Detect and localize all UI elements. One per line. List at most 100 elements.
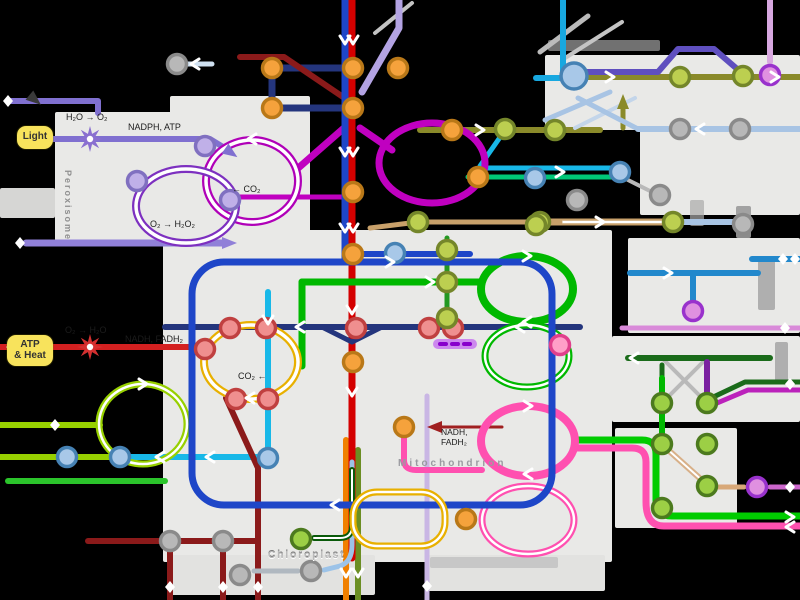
station-gray	[565, 188, 589, 212]
station-orange	[466, 165, 490, 189]
diamond-marker	[785, 378, 795, 390]
metro-line-gray-diag-tl	[373, 1, 414, 35]
station-salmon	[344, 316, 368, 340]
pathway-loop-core-gold-mid-loop	[202, 323, 300, 401]
metro-line-pink-connector	[401, 432, 485, 473]
chevron-marker	[784, 510, 796, 524]
chevron-marker	[628, 351, 640, 365]
station-orange	[260, 56, 284, 80]
metro-line-navy-tl-loop	[268, 64, 357, 112]
station-orange	[392, 415, 416, 439]
chevron-marker	[521, 249, 533, 263]
metro-line-violet-trapezoid	[571, 46, 739, 75]
label-co2-in: ← CO₂	[232, 184, 261, 194]
chevron-marker	[204, 450, 216, 464]
station-olivegreen	[406, 210, 430, 234]
metro-line-magenta-link-1	[292, 124, 348, 174]
chevron-marker	[514, 320, 526, 334]
chevron-marker	[346, 222, 360, 234]
station-gray	[728, 117, 752, 141]
chevron-marker	[604, 70, 616, 84]
atp-heat-bubble-text: & Heat	[14, 349, 46, 361]
faint-label-smudge	[775, 342, 788, 384]
chevron-marker	[594, 215, 606, 229]
station-gray	[299, 559, 323, 583]
station-olivegreen	[435, 238, 459, 262]
light-bubble-text: Light	[22, 131, 48, 143]
chevron-marker	[345, 386, 359, 398]
chloroplast-label: Chloroplast	[268, 550, 346, 561]
station-green	[650, 391, 674, 415]
chevron-marker	[784, 520, 796, 534]
label-nadh-fadh2-mito: NADH, FADH₂	[441, 427, 468, 447]
faint-label-smudge	[758, 258, 775, 310]
station-green	[650, 496, 674, 520]
station-green	[695, 474, 719, 498]
station-green	[695, 432, 719, 456]
chevron-marker	[424, 275, 436, 289]
organelle-panel	[55, 112, 310, 245]
chevron-marker	[522, 399, 534, 413]
diamond-marker	[785, 481, 795, 493]
station-lavender	[193, 134, 217, 158]
faint-label-smudge	[548, 40, 660, 51]
station-olivegreen	[661, 210, 685, 234]
chevron-marker	[261, 314, 275, 326]
chevron-marker	[522, 467, 534, 481]
station-gray	[648, 183, 672, 207]
station-salmon	[417, 316, 441, 340]
chevron-marker	[694, 122, 706, 136]
station-orange	[341, 242, 365, 266]
diamond-marker	[253, 581, 263, 593]
chevron-marker	[554, 165, 566, 179]
diamond-marker	[15, 237, 25, 249]
metro-line-magenta-exit	[707, 387, 800, 409]
station-salmon	[218, 316, 242, 340]
metro-line-paleblue-rt-diag	[575, 95, 641, 132]
pathway-loop-core-chartreuse-loop	[97, 382, 189, 466]
metro-line-lightblue-drop	[321, 459, 355, 573]
chevron-marker	[244, 391, 256, 405]
light-reaction-gear-hub	[86, 135, 94, 143]
diamond-marker	[778, 253, 788, 265]
station-orange	[440, 118, 464, 142]
metro-line-paleblue-diag-1	[542, 89, 613, 123]
station-olivegreen	[524, 213, 548, 237]
oxidative-phosphorylation-gear-hub	[86, 343, 94, 351]
metro-line-gray-diag-tr2	[560, 20, 624, 62]
station-steel	[559, 61, 589, 91]
chevron-marker	[521, 315, 533, 329]
station-gray	[731, 212, 755, 236]
station-lavender	[218, 188, 242, 212]
mitochondrion-label: Mitochondrion	[398, 458, 507, 469]
chevron-marker	[137, 377, 149, 391]
station-gray	[668, 117, 692, 141]
station-orange	[341, 350, 365, 374]
diamond-marker	[790, 253, 800, 265]
chevron-marker	[351, 567, 365, 579]
metro-line-maroon-diag	[237, 54, 349, 102]
station-steel	[523, 166, 547, 190]
label-h2o-to-o2: H₂O → O₂	[66, 112, 108, 122]
chevron-marker	[384, 255, 396, 269]
metro-line-pink-se	[573, 444, 800, 530]
arrowhead-marker	[221, 143, 238, 158]
station-orchid	[745, 475, 769, 499]
metro-line-maroon-bottom	[223, 395, 261, 600]
label-nadh-fadh2: NADH, FADH₂	[125, 334, 183, 344]
station-green	[289, 527, 313, 551]
chevron-marker	[154, 450, 166, 464]
chevron-marker	[346, 146, 360, 158]
station-orange	[341, 180, 365, 204]
station-gray	[228, 563, 252, 587]
station-lavender	[125, 169, 149, 193]
station-olivegreen	[435, 270, 459, 294]
chevron-marker	[345, 304, 359, 316]
chevron-marker	[769, 70, 781, 84]
station-salmon	[224, 387, 248, 411]
station-orange	[341, 56, 365, 80]
diamond-marker	[3, 95, 13, 107]
station-olivegreen	[731, 64, 755, 88]
label-o2-to-h2o2: O₂ → H₂O₂	[150, 219, 195, 229]
